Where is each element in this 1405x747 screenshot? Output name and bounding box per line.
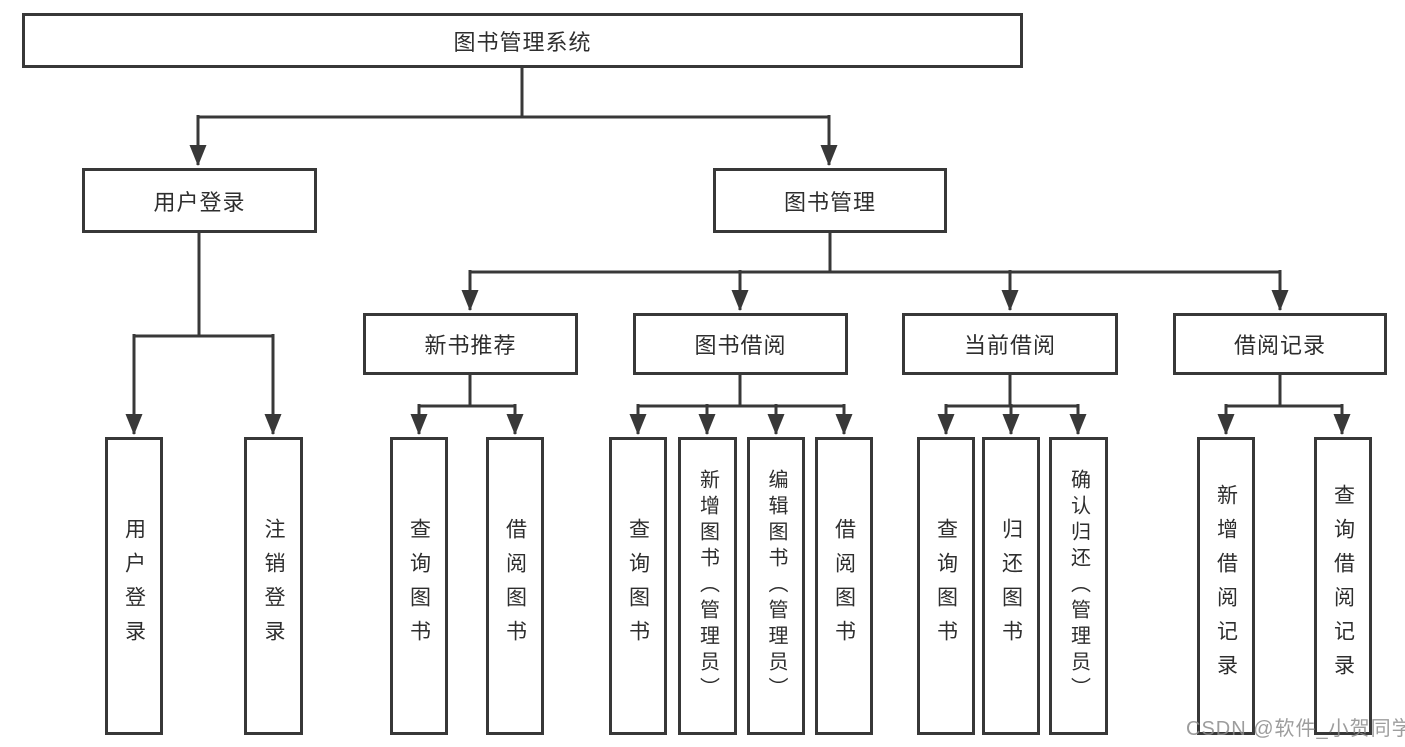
node-root-label: 图书管理系统: [453, 29, 592, 55]
leaf-borrow-query-books-label: 查询图书: [626, 518, 650, 654]
node-new-book-recommend-label: 新书推荐: [424, 333, 517, 358]
node-borrowing-records-label: 借阅记录: [1233, 333, 1326, 358]
node-book-management-label: 图书管理: [783, 189, 876, 215]
leaf-borrow-borrow-books-label: 借阅图书: [832, 518, 856, 654]
leaf-records-query-record: 查询借阅记录: [1314, 437, 1372, 735]
node-user-login: 用户登录: [82, 168, 317, 233]
leaf-current-query-books-label: 查询图书: [934, 518, 958, 654]
node-book-borrowing: 图书借阅: [633, 313, 848, 375]
leaf-records-add-record-label: 新增借阅记录: [1214, 484, 1238, 688]
node-book-management: 图书管理: [713, 168, 947, 233]
node-book-borrowing-label: 图书借阅: [694, 333, 787, 358]
leaf-logout-label: 注销登录: [262, 518, 286, 654]
node-root-library-system: 图书管理系统: [22, 13, 1023, 68]
leaf-current-confirm-return-admin-label: 确认归还（管理员）: [1067, 469, 1090, 703]
node-new-book-recommend: 新书推荐: [363, 313, 578, 375]
leaf-user-login: 用户登录: [105, 437, 163, 735]
leaf-current-confirm-return-admin: 确认归还（管理员）: [1049, 437, 1108, 735]
leaf-logout: 注销登录: [244, 437, 303, 735]
node-current-borrowing-label: 当前借阅: [963, 333, 1056, 358]
leaf-records-query-record-label: 查询借阅记录: [1331, 484, 1355, 688]
leaf-borrow-add-books-admin-label: 新增图书（管理员）: [696, 469, 719, 703]
csdn-watermark: CSDN @软件_小贺同学: [1186, 718, 1405, 740]
leaf-current-query-books: 查询图书: [917, 437, 975, 735]
leaf-current-return-books-label: 归还图书: [999, 518, 1023, 654]
leaf-recommend-borrow-books: 借阅图书: [486, 437, 544, 735]
leaf-recommend-query-books: 查询图书: [390, 437, 448, 735]
leaf-recommend-query-books-label: 查询图书: [407, 518, 431, 654]
leaf-current-return-books: 归还图书: [982, 437, 1040, 735]
leaf-borrow-query-books: 查询图书: [609, 437, 667, 735]
node-user-login-label: 用户登录: [153, 189, 246, 215]
leaf-borrow-borrow-books: 借阅图书: [815, 437, 873, 735]
node-current-borrowing: 当前借阅: [902, 313, 1118, 375]
node-borrowing-records: 借阅记录: [1173, 313, 1387, 375]
leaf-records-add-record: 新增借阅记录: [1197, 437, 1255, 735]
leaf-user-login-label: 用户登录: [122, 518, 146, 654]
leaf-borrow-edit-books-admin-label: 编辑图书（管理员）: [765, 469, 787, 703]
leaf-borrow-add-books-admin: 新增图书（管理员）: [678, 437, 737, 735]
leaf-recommend-borrow-books-label: 借阅图书: [503, 518, 527, 654]
leaf-borrow-edit-books-admin: 编辑图书（管理员）: [747, 437, 805, 735]
